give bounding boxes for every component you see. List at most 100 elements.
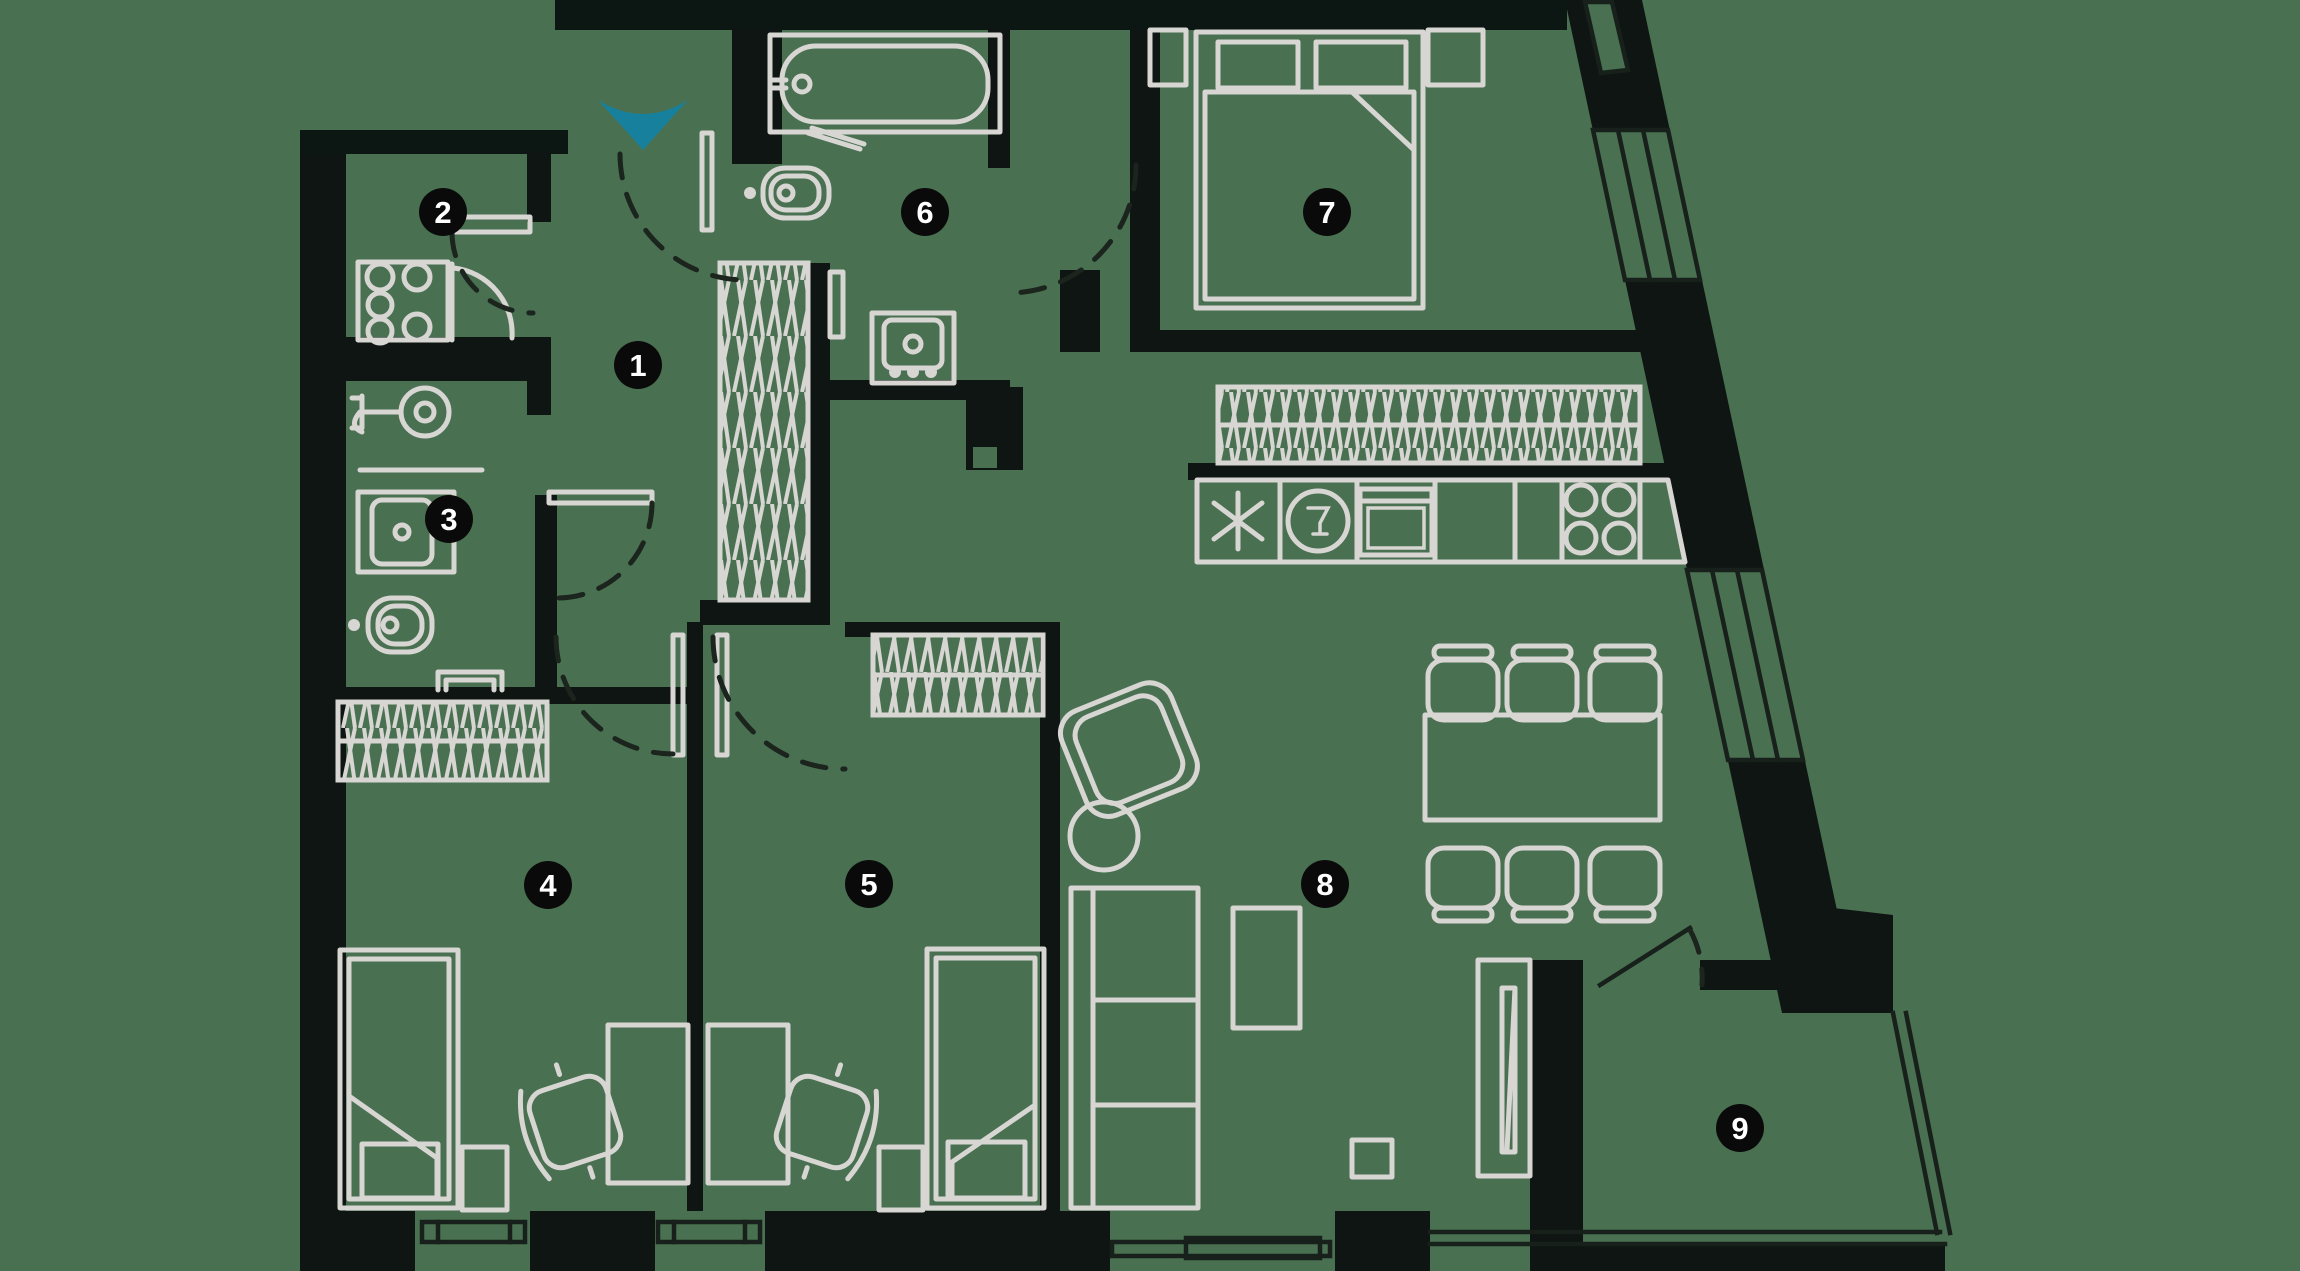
window-diagonal-1-mullion <box>1615 127 1653 283</box>
room5-desk <box>705 1022 791 1186</box>
room7-pillow-right <box>1313 39 1409 91</box>
wall-balcony-bottom-band <box>1583 1245 1945 1271</box>
window-top <box>1582 0 1631 76</box>
hob-burner-4 <box>1601 520 1637 556</box>
room6-vanity-dot3 <box>925 366 937 378</box>
room5-chair-seat <box>773 1073 871 1171</box>
windows <box>415 0 1953 1271</box>
side-pouf <box>1067 799 1141 873</box>
fridge-icon <box>1211 490 1265 552</box>
dining-chair-3 <box>1587 657 1663 723</box>
room5-chair-back <box>845 1088 880 1182</box>
room-badge-9: 9 <box>1716 1104 1764 1152</box>
room5-blanket-fold <box>949 1102 1038 1201</box>
room6-mirror <box>827 269 846 340</box>
window-room5 <box>655 1219 763 1245</box>
room-badge-2: 2 <box>419 188 467 236</box>
bathroom6-door-swing <box>1007 162 1139 296</box>
room4-door-panel <box>670 632 686 758</box>
room5-pillow <box>945 1139 1028 1201</box>
room4-chair-seat <box>526 1073 624 1171</box>
room5-nightstand <box>876 1144 926 1213</box>
room3-sink-basin <box>369 497 435 567</box>
room6-vanity <box>869 310 957 386</box>
window-room4 <box>419 1219 528 1245</box>
wall-bottom-4 <box>1335 1211 1430 1271</box>
room-badge-8: 8 <box>1301 860 1349 908</box>
balcony-door-leaf <box>1596 924 1694 989</box>
oven-door <box>1366 506 1426 550</box>
balcony-door-swing <box>1687 927 1705 988</box>
shaft-niche <box>973 447 997 468</box>
wall-room2-top <box>300 130 568 154</box>
wall-bottom-1 <box>300 1211 415 1271</box>
room5-door-swing <box>710 634 848 772</box>
room2-cabinet-knob3 <box>365 290 395 320</box>
balcony-glazing-2 <box>1903 1010 1953 1236</box>
room4-chair-back <box>517 1088 552 1182</box>
hob-burner-3 <box>1563 520 1599 556</box>
sofa <box>1068 885 1201 1211</box>
room5-chair <box>773 1062 880 1182</box>
coffee-table <box>1230 905 1303 1031</box>
room-badge-1: 1 <box>614 341 662 389</box>
room3-toilet-valve <box>348 619 360 631</box>
wall-room3-right-lower <box>535 495 557 690</box>
room2-cabinet-knob4 <box>365 316 395 346</box>
window-gap-room5 <box>655 1211 765 1262</box>
armchair-frame <box>1057 680 1200 819</box>
bathtub-faucet <box>769 77 789 91</box>
room-badge-3: 3 <box>425 495 473 543</box>
kitchen-counter <box>1194 477 1688 565</box>
room7-nightstand-right <box>1425 27 1486 88</box>
wall-top <box>555 0 1567 30</box>
window-diagonal-1-mullion2 <box>1640 127 1678 283</box>
room5-bed <box>924 946 1047 1211</box>
dining-chair-4-back <box>1431 905 1495 924</box>
wall-partition-room4-room5 <box>687 622 703 1211</box>
utility-shaft <box>717 260 811 603</box>
dining-chair-5-back <box>1510 905 1574 924</box>
armchair-seat <box>1072 693 1186 806</box>
dining-chair-1-back <box>1431 643 1495 662</box>
furniture <box>335 27 1688 1213</box>
window-gap-diagonal-1 <box>1593 130 1700 280</box>
room6-toilet-drain <box>776 183 796 203</box>
window-diagonal-2-mullion <box>1709 567 1756 763</box>
room6-vanity-basin <box>881 317 945 371</box>
room-badge-6: 6 <box>901 188 949 236</box>
room3-threshold <box>435 669 505 693</box>
window-room8-sliding-sash <box>1183 1235 1323 1261</box>
small-cabinet <box>1349 1137 1395 1180</box>
wall-shaft-right <box>808 263 830 625</box>
room-badge-4: 4 <box>524 861 572 909</box>
wall-entry-pillar <box>732 30 782 164</box>
window-gap-diagonal-2 <box>1687 570 1803 760</box>
room4-desk <box>605 1022 691 1186</box>
dining-chair-4 <box>1425 845 1501 911</box>
dining-chair-6-back <box>1593 905 1657 924</box>
tall-cabinet-door <box>1499 985 1518 1155</box>
room4-nightstand <box>459 1144 510 1213</box>
hob-burner-2 <box>1601 482 1637 518</box>
room6-vanity-dot2 <box>907 366 919 378</box>
tall-cabinet <box>1475 957 1533 1179</box>
dining-table <box>1422 712 1663 823</box>
wall-corridor-pillar <box>1060 270 1100 352</box>
door-swings <box>449 151 1705 988</box>
wall-shaft-bottom <box>700 600 830 625</box>
shower-head-center <box>413 400 437 424</box>
room3-sink-drain <box>392 522 412 542</box>
dishwasher-icon <box>1285 488 1351 554</box>
balcony-glazing-1 <box>1890 1010 1940 1236</box>
room2-cabinet-knob1 <box>364 261 396 293</box>
wall-bottom-2 <box>530 1211 655 1271</box>
room3-door-swing <box>554 500 655 601</box>
dining-chair-1 <box>1425 657 1501 723</box>
dining-chair-6 <box>1587 845 1663 911</box>
wall-balcony-top <box>1700 960 1800 990</box>
bathtub-drain <box>791 73 813 95</box>
room2-cabinet-knob2 <box>401 261 433 293</box>
room2-cabinet <box>355 259 451 343</box>
entry-door-swing <box>617 151 749 283</box>
